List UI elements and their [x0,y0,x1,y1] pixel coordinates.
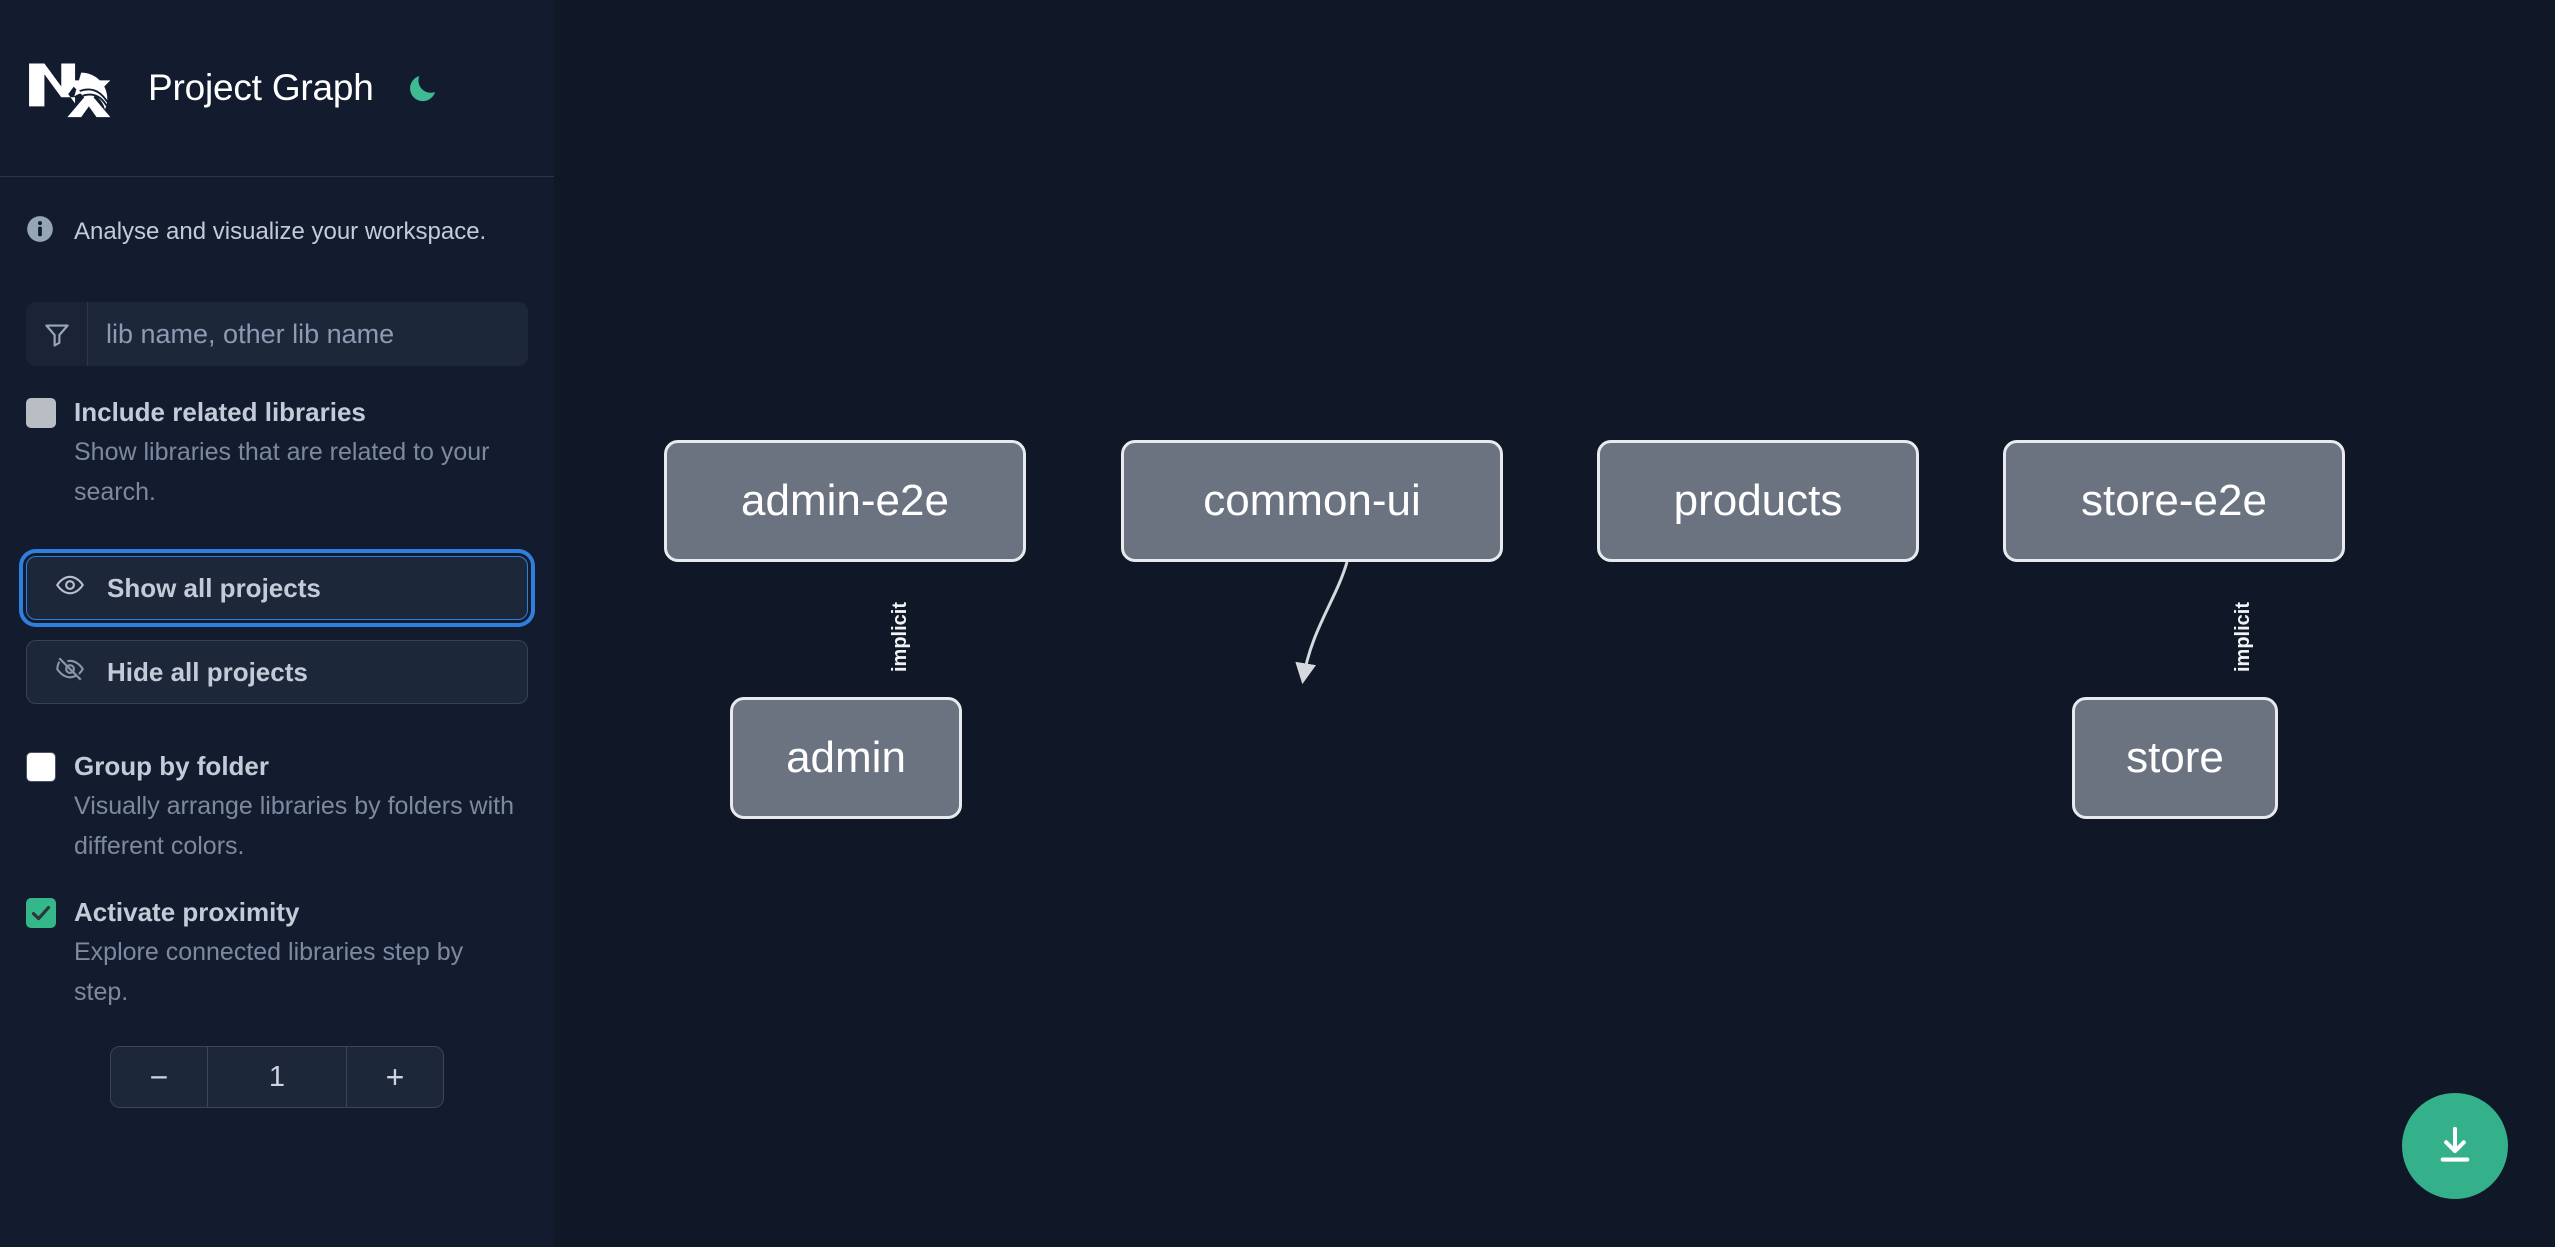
show-all-projects-wrap: Show all projects [0,512,554,627]
download-graph-button[interactable] [2402,1093,2508,1199]
option-label: Activate proximity [74,897,300,927]
activate-proximity-checkbox[interactable] [26,898,56,928]
eye-icon [55,570,85,607]
node-label: common-ui [1203,476,1421,525]
filter-funnel-icon[interactable] [26,302,88,366]
graph-node-admin-e2e[interactable]: admin-e2e [664,440,1026,562]
node-label: admin-e2e [741,476,949,525]
header-divider [0,176,554,177]
include-related-libraries-checkbox[interactable] [26,398,56,428]
option-activate-proximity[interactable]: Activate proximity Explore connected lib… [0,866,554,1012]
option-group-by-folder[interactable]: Group by folder Visually arrange librari… [0,704,554,866]
sidebar: Project Graph Analyse and visualize y [0,0,554,1247]
option-description: Explore connected libraries step by step… [74,938,464,1006]
option-description: Show libraries that are related to your … [74,438,490,506]
graph-node-store-e2e[interactable]: store-e2e [2003,440,2345,562]
edge-label-admin-implicit: implicit [889,601,911,672]
option-label: Group by folder [74,751,269,781]
tagline-row: Analyse and visualize your workspace. [0,177,554,248]
tagline-text: Analyse and visualize your workspace. [74,217,487,245]
nx-logo-icon [26,57,118,119]
option-include-related-libraries[interactable]: Include related libraries Show libraries… [0,366,554,512]
increment-button[interactable]: + [347,1047,443,1107]
graph-node-admin[interactable]: admin [730,697,962,819]
graph-edges [1295,561,1349,685]
quantity-stepper: − 1 + [110,1046,444,1108]
search-input[interactable] [88,302,528,366]
decrement-button[interactable]: − [111,1047,207,1107]
filter-section [0,248,554,366]
node-label: store-e2e [2081,476,2267,525]
option-label: Include related libraries [74,397,366,427]
edge-label-store-implicit: implicit [2232,601,2254,672]
info-icon [26,215,54,248]
option-description: Visually arrange libraries by folders wi… [74,792,515,860]
graph-node-store[interactable]: store [2072,697,2278,819]
moon-icon[interactable] [402,67,444,109]
hide-all-projects-button[interactable]: Hide all projects [26,640,528,704]
stepper-value: 1 [207,1047,347,1107]
graph-node-common-ui[interactable]: common-ui [1121,440,1503,562]
show-all-projects-label: Show all projects [107,572,321,603]
graph-node-products[interactable]: products [1597,440,1919,562]
download-icon [2432,1122,2478,1171]
group-by-folder-checkbox[interactable] [26,752,56,782]
eye-slash-icon [55,654,85,691]
hide-all-projects-wrap: Hide all projects [0,620,554,704]
node-label: admin [786,733,906,782]
hide-all-projects-label: Hide all projects [107,656,308,687]
show-all-projects-button[interactable]: Show all projects [19,549,535,627]
brand-row: Project Graph [0,0,554,176]
node-label: store [2126,733,2224,782]
page-title: Project Graph [148,67,374,108]
graph-canvas[interactable]: admin-e2e common-ui products store-e2e a… [554,0,2555,1247]
proximity-stepper-wrap: − 1 + [0,1012,554,1108]
node-label: products [1673,476,1843,525]
filter-box [26,302,528,366]
